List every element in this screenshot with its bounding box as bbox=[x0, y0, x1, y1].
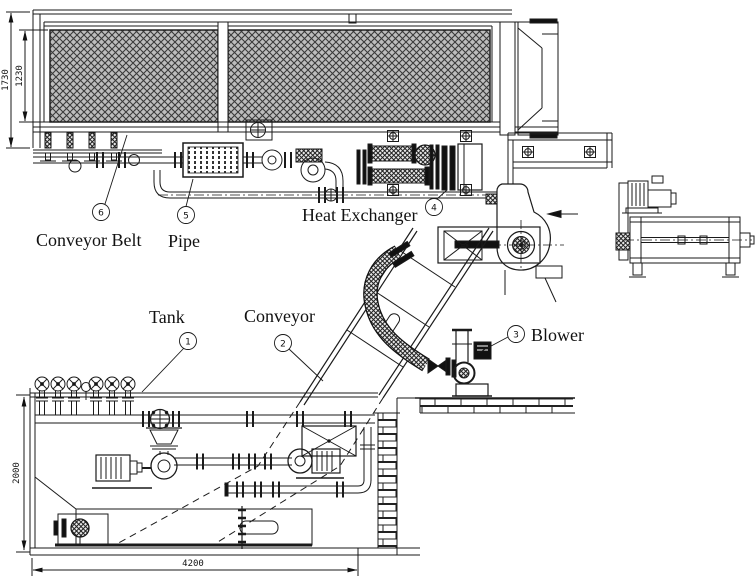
flexible-hose bbox=[363, 240, 430, 372]
inspection-slot-bottom bbox=[239, 520, 279, 535]
blower-pedestal bbox=[455, 383, 489, 397]
sump-pump bbox=[70, 518, 90, 538]
callout-circle-2 bbox=[274, 334, 292, 352]
callout-5: 5 bbox=[183, 212, 189, 222]
dim-belt-width: 1230 bbox=[15, 65, 25, 87]
dim-tank-depth: 2000 bbox=[12, 462, 22, 484]
callout-circle-4 bbox=[425, 198, 443, 216]
callout-circle-5 bbox=[177, 206, 195, 224]
label-heat-exchanger: Heat Exchanger bbox=[302, 205, 417, 225]
wash-manifold bbox=[33, 151, 183, 173]
callout-2: 2 bbox=[280, 340, 286, 350]
label-blower: Blower bbox=[531, 325, 584, 345]
dimension-1230: 1230 bbox=[15, 29, 48, 123]
dim-belt-frame-height: 1730 bbox=[1, 69, 11, 91]
brick-floor bbox=[415, 397, 575, 414]
label-conveyor: Conveyor bbox=[244, 306, 315, 326]
pipe-run bbox=[153, 170, 516, 204]
conveyor-belt-plan bbox=[32, 9, 559, 166]
dim-tank-length: 4200 bbox=[182, 559, 204, 569]
head-drive bbox=[437, 183, 564, 303]
side-view-unit bbox=[615, 175, 755, 278]
pump-2-line bbox=[185, 448, 344, 479]
lower-pipe-run bbox=[224, 480, 358, 499]
callout-1: 1 bbox=[185, 338, 191, 348]
callouts bbox=[92, 134, 525, 393]
dimension-1730: 1730 bbox=[1, 11, 30, 149]
label-tank: Tank bbox=[149, 307, 185, 327]
brick-pit-wall bbox=[377, 412, 398, 549]
x-plate-upper bbox=[443, 230, 483, 261]
dimension-4200: 4200 bbox=[31, 548, 359, 576]
belt-crosshatch-right bbox=[227, 29, 491, 123]
callout-4: 4 bbox=[431, 204, 437, 214]
header-flange bbox=[149, 408, 171, 430]
heat-exchanger bbox=[356, 130, 483, 196]
callout-6: 6 bbox=[98, 209, 104, 219]
label-pipe: Pipe bbox=[168, 231, 200, 251]
x-plate-tank bbox=[301, 425, 357, 457]
belt-crosshatch-left bbox=[49, 29, 219, 123]
inclined-conveyor bbox=[114, 227, 494, 546]
callout-3: 3 bbox=[513, 331, 519, 341]
tank-header-manifold bbox=[34, 376, 375, 430]
flow-arrow-left bbox=[546, 209, 578, 219]
pump-1 bbox=[92, 452, 185, 489]
dimension-2000: 2000 bbox=[12, 394, 30, 553]
head-pulley-drum bbox=[517, 18, 559, 139]
frame-bolt bbox=[245, 119, 273, 141]
pump-group-mid bbox=[243, 148, 344, 193]
tank-pit bbox=[29, 388, 420, 556]
callout-circle-6 bbox=[92, 203, 110, 221]
suction-funnel bbox=[146, 427, 182, 455]
callout-circle-1 bbox=[179, 332, 197, 350]
return-riser bbox=[357, 427, 375, 494]
sump-assembly bbox=[53, 508, 313, 547]
label-conveyor-belt: Conveyor Belt bbox=[36, 230, 142, 250]
finned-box bbox=[182, 142, 244, 178]
callout-circle-3 bbox=[507, 325, 525, 343]
blower-unit bbox=[427, 328, 492, 397]
